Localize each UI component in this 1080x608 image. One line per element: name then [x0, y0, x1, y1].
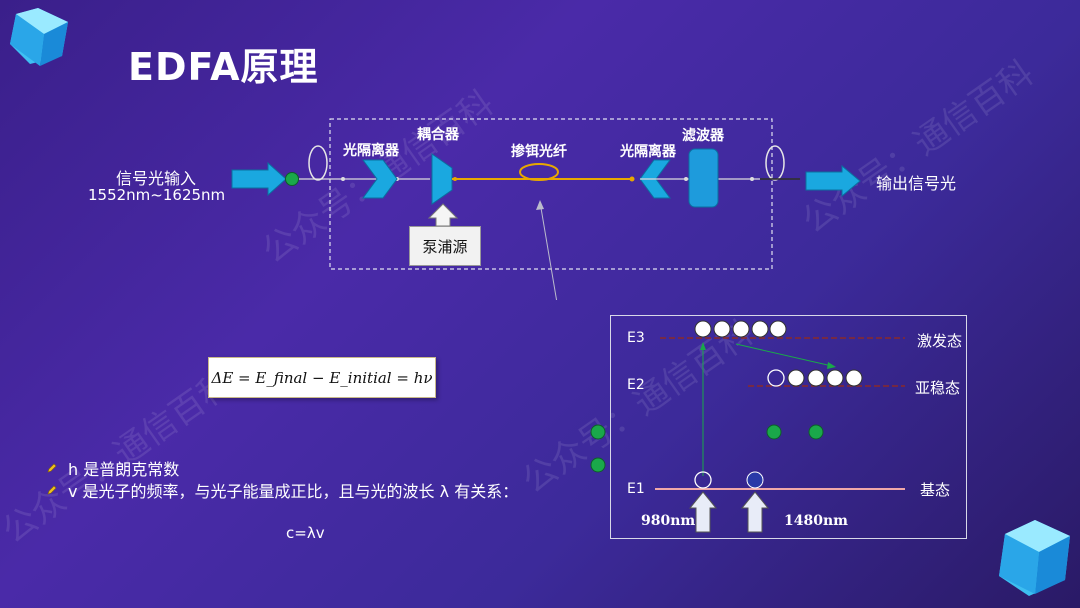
output-arrow [805, 164, 861, 198]
doped-fiber-coil [519, 163, 559, 181]
input-fiber-coil [308, 145, 328, 181]
excited-state-label: 激发态 [917, 332, 963, 350]
bullet-planck: h 是普朗克常数 [46, 456, 179, 480]
input-arrow [231, 161, 287, 197]
isolator-left-label: 光隔离器 [343, 143, 399, 159]
e3-label: E3 [627, 330, 645, 346]
pointer-line [539, 201, 558, 300]
pencil-icon [47, 463, 57, 473]
pump-980-arrow [688, 491, 718, 533]
bullet-text: v 是光子的频率，与光子能量成正比，且与光的波长 λ 有关系： [68, 482, 519, 501]
photon-dot [808, 424, 824, 440]
pump-1480-arrow [740, 491, 770, 533]
cube-logo-top-left [10, 8, 68, 66]
cube-logo-bottom-right [999, 520, 1070, 596]
photon-dot [590, 424, 606, 440]
page-title: EDFA原理 [128, 45, 319, 89]
input-signal-dot [285, 172, 299, 186]
filter-icon [688, 148, 719, 208]
output-label: 输出信号光 [876, 174, 957, 193]
wave-relation: c=λv [286, 524, 325, 542]
pencil-icon [47, 485, 57, 495]
isolator-left-icon [362, 159, 398, 199]
bullet-frequency: v 是光子的频率，与光子能量成正比，且与光的波长 λ 有关系： [46, 478, 518, 502]
doped-fiber-label: 掺铒光纤 [511, 144, 567, 160]
output-fiber-coil [765, 145, 785, 181]
pump-1480-label: 1480nm [784, 513, 848, 529]
pump-980-label: 980nm [641, 513, 696, 529]
e1-label: E1 [627, 481, 645, 497]
ground-state-label: 基态 [920, 481, 951, 499]
photon-dot [590, 457, 606, 473]
photon-dot [766, 424, 782, 440]
e2-label: E2 [627, 377, 645, 393]
input-label: 信号光输入 [116, 169, 197, 188]
isolator-right-label: 光隔离器 [620, 144, 676, 160]
pump-source-box: 泵浦源 [409, 226, 481, 266]
filter-label: 滤波器 [682, 128, 724, 144]
energy-level-panel [610, 315, 967, 539]
input-wavelength: 1552nm~1625nm [88, 186, 226, 204]
bullet-text: h 是普朗克常数 [68, 460, 180, 479]
edfa-diagram [231, 118, 861, 300]
coupler-icon [431, 153, 453, 205]
coupler-label: 耦合器 [417, 127, 459, 143]
energy-formula: ΔE = E_final − E_initial = hν [208, 357, 436, 398]
metastable-state-label: 亚稳态 [915, 379, 961, 397]
